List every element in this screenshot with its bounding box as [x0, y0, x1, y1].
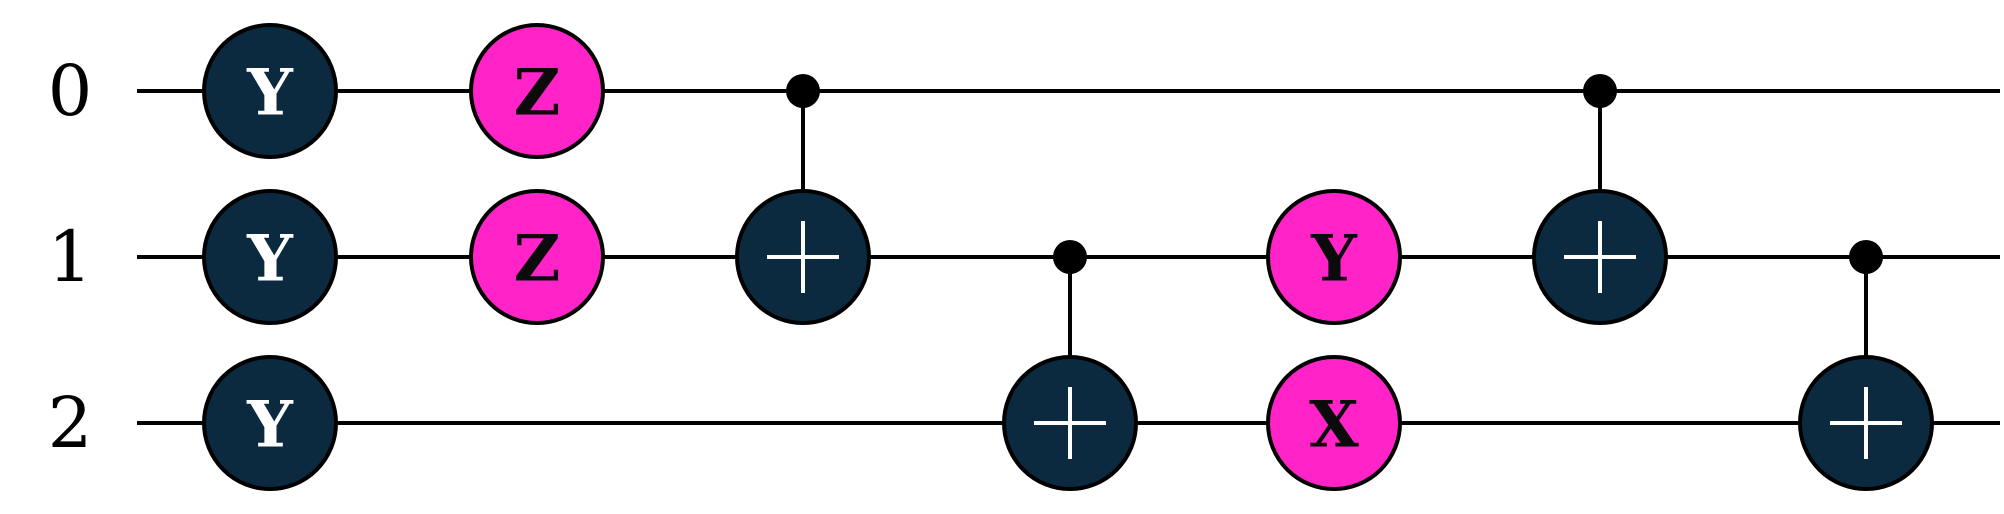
gate-symbol: Y [246, 388, 294, 463]
y-gate-q0-c0: Y [202, 23, 338, 159]
x-gate-q2-c4: X [1266, 355, 1402, 491]
target-plus-icon [735, 189, 871, 325]
z-gate-q0-c1: Z [469, 23, 605, 159]
cnot-gate-c6 [1798, 240, 1934, 491]
gate-symbol: Y [246, 222, 294, 297]
target-plus-icon [1798, 355, 1934, 491]
gate-circle [202, 189, 338, 325]
target-plus-icon [1532, 189, 1668, 325]
gates-layer: Y Y Y Z Z Y X [202, 23, 1934, 491]
control-dot [1849, 240, 1883, 274]
cnot-gate-c5 [1532, 74, 1668, 325]
gate-symbol: Z [514, 222, 561, 297]
qubit-label-1: 1 [48, 216, 93, 298]
qubit-label-0: 0 [48, 50, 93, 132]
y-gate-q2-c0: Y [202, 355, 338, 491]
gate-symbol: Y [246, 56, 294, 131]
qubit-label-2: 2 [48, 382, 93, 464]
cnot-gate-c3 [1002, 240, 1138, 491]
gate-circle [202, 23, 338, 159]
gate-circle [202, 355, 338, 491]
y-gate-q1-c4: Y [1266, 189, 1402, 325]
cnot-gate-c2 [735, 74, 871, 325]
control-dot [1583, 74, 1617, 108]
target-plus-icon [1002, 355, 1138, 491]
gate-circle [1266, 355, 1402, 491]
control-dot [786, 74, 820, 108]
control-dot [1053, 240, 1087, 274]
y-gate-q1-c0: Y [202, 189, 338, 325]
gate-circle [469, 23, 605, 159]
z-gate-q1-c1: Z [469, 189, 605, 325]
gate-symbol: Z [514, 56, 561, 131]
gate-symbol: Y [1310, 222, 1358, 297]
gate-circle [469, 189, 605, 325]
labels-layer: 0 1 2 [48, 50, 93, 464]
gate-circle [1266, 189, 1402, 325]
gate-symbol: X [1309, 388, 1359, 463]
